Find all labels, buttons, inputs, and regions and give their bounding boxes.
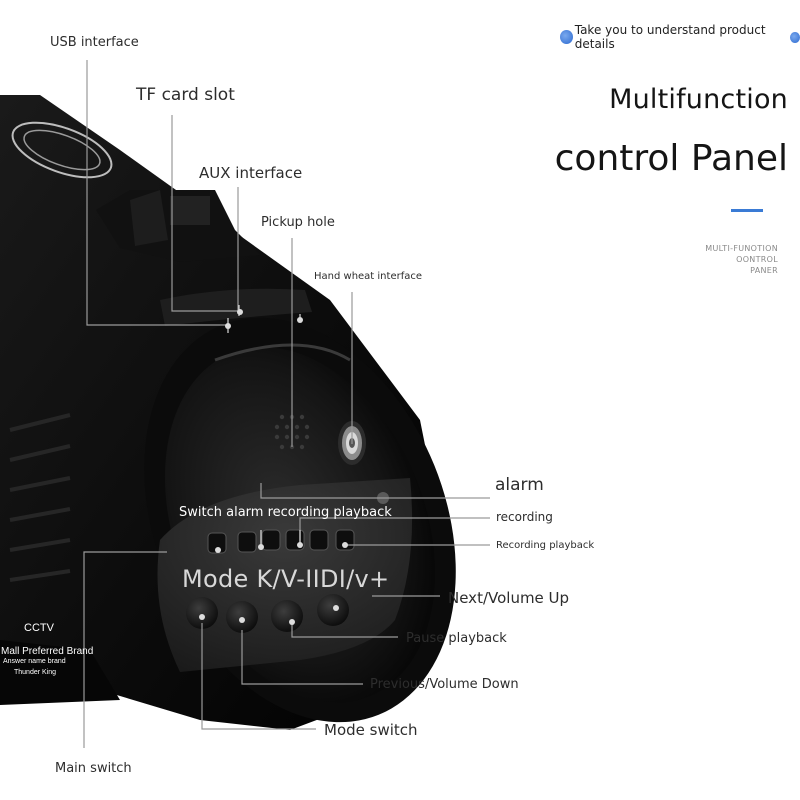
label-tf-card-slot: TF card slot [136,85,235,105]
brand-thunder: Thunder King [14,669,57,676]
subcaption-line: OONTROL [736,255,778,264]
speaker-grille-icon [274,414,310,450]
label-previous-volume-down: Previous/Volume Down [370,677,519,692]
subcaption-line: PANER [750,266,778,275]
brand-preferred: Mall Preferred Brand [1,646,94,657]
brand-logo-icon [11,121,113,179]
title-line-1: Multifunction [609,84,788,115]
tagline: Take you to understand product details [560,23,800,51]
blue-dot-icon [790,31,800,43]
label-hand-wheat-interface: Hand wheat interface [314,271,423,282]
label-mode-switch: Mode switch [324,721,418,739]
mode-row-label: Mode K/V-IIDI/v+ [182,565,390,593]
callout-lines [83,60,490,748]
label-aux-interface: AUX interface [199,164,303,182]
subcaption-line: MULTI-FUNOTION [705,244,778,253]
blue-dot-icon [560,30,573,44]
label-pause-playback: Pause playback [406,631,507,646]
control-panel [157,478,413,672]
brand-answer: Answer name brand [3,658,66,665]
tagline-text: Take you to understand product details [574,23,766,51]
brand-cctv: CCTV [24,622,54,634]
label-pickup-hole: Pickup hole [261,215,335,230]
switch-row-label: Switch alarm recording playback [179,505,392,520]
accent-bar [731,209,763,212]
label-main-switch: Main switch [55,761,132,776]
label-next-volume-up: Next/Volume Up [448,589,570,607]
subcaption: MULTI-FUNOTION OONTROL PANER [705,243,778,276]
brand-badge: CCTV Mall Preferred Brand Answer name br… [0,612,100,682]
label-recording: recording [496,510,553,524]
title-line-2: control Panel [554,138,788,179]
label-recording-playback: Recording playback [496,540,595,551]
label-alarm: alarm [495,475,544,495]
label-usb-interface: USB interface [50,35,139,50]
